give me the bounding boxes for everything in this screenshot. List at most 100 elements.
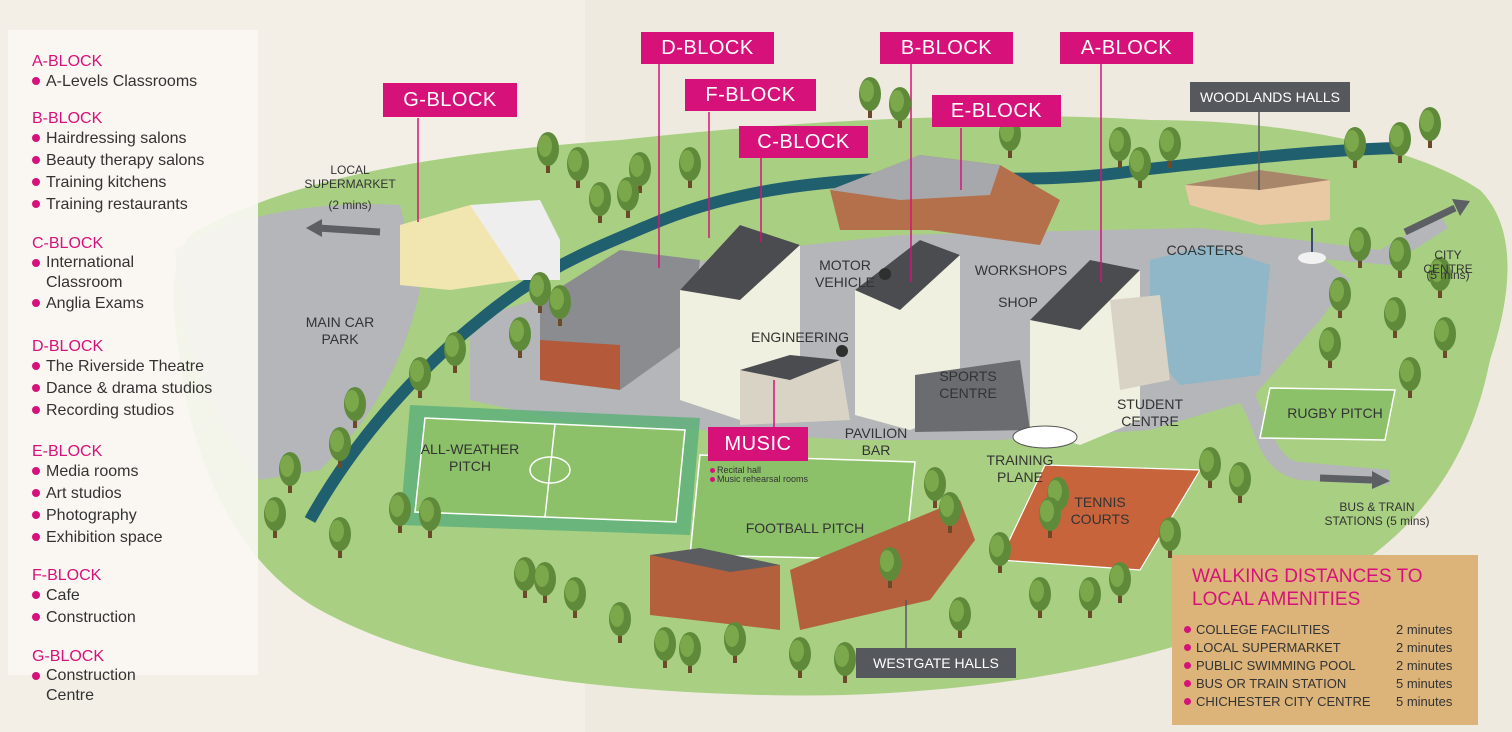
supermarket-label: LOCAL SUPERMARKET xyxy=(304,163,396,191)
e-block-label[interactable]: E-BLOCK xyxy=(932,95,1061,127)
westgate-halls-label[interactable]: WESTGATE HALLS xyxy=(856,648,1016,678)
legend-group-c-block: C-BLOCK International Classroom Anglia E… xyxy=(32,235,166,315)
legend-item: Photography xyxy=(32,505,163,527)
walking-time: 5 minutes xyxy=(1396,694,1453,709)
all-weather-pitch-label: ALL-WEATHER PITCH xyxy=(420,441,520,474)
pavilion-bar-label: PAVILION BAR xyxy=(844,425,908,458)
legend-item: Exhibition space xyxy=(32,527,163,549)
legend-title: E-BLOCK xyxy=(32,443,103,460)
training-plane xyxy=(1012,425,1078,449)
walking-time: 2 minutes xyxy=(1396,658,1453,673)
student-centre-label: STUDENT CENTRE xyxy=(1116,396,1184,429)
walking-time: 2 minutes xyxy=(1396,622,1453,637)
motor-vehicle-label: MOTOR VEHICLE xyxy=(815,257,875,290)
music-note: Music rehearsal rooms xyxy=(710,475,812,484)
motor-vehicle-marker-icon xyxy=(879,268,891,280)
legend-group-f-block: F-BLOCK Cafe Construction xyxy=(32,567,136,629)
arrow-icon xyxy=(1403,199,1470,236)
arrow-icon xyxy=(306,219,381,237)
music-label[interactable]: MUSIC xyxy=(708,427,808,461)
legend-group-a-block: A-BLOCK A-Levels Classrooms xyxy=(32,53,197,93)
legend-item: The Riverside Theatre xyxy=(32,356,212,378)
walking-distances-title: WALKING DISTANCES TO LOCAL AMENITIES xyxy=(1192,566,1423,610)
legend-item: Recording studios xyxy=(32,400,212,422)
legend-item: Construction xyxy=(32,607,136,629)
e-block-building xyxy=(830,155,1060,245)
legend-item: Art studios xyxy=(32,483,163,505)
g-block-building xyxy=(400,200,560,290)
woodlands-halls-label[interactable]: WOODLANDS HALLS xyxy=(1190,82,1350,112)
supermarket-time: (2 mins) xyxy=(328,198,372,212)
legend-item: Dance & drama studios xyxy=(32,378,212,400)
walking-row: PUBLIC SWIMMING POOL 2 minutes xyxy=(1184,658,1472,676)
music-building xyxy=(740,355,850,425)
walking-row: CHICHESTER CITY CENTRE 5 minutes xyxy=(1184,694,1472,712)
legend-group-g-block: G-BLOCK Construction Centre xyxy=(32,648,156,706)
east-road xyxy=(1300,215,1448,265)
woodlands-halls-building xyxy=(1185,170,1330,225)
city-centre-time: (5 mins) xyxy=(1426,268,1470,282)
legend-item: International Classroom xyxy=(32,253,166,293)
legend-item: Anglia Exams xyxy=(32,293,166,315)
legend-title: D-BLOCK xyxy=(32,338,104,355)
legend-item: Training kitchens xyxy=(32,172,204,194)
legend-item: Beauty therapy salons xyxy=(32,150,204,172)
legend-group-e-block: E-BLOCK Media rooms Art studios Photogra… xyxy=(32,443,163,549)
walking-row: LOCAL SUPERMARKET 2 minutes xyxy=(1184,640,1472,658)
engineering-marker-icon xyxy=(836,345,848,357)
legend-title: G-BLOCK xyxy=(32,648,105,665)
g-block-label[interactable]: G-BLOCK xyxy=(383,83,517,117)
walking-time: 5 minutes xyxy=(1396,676,1453,691)
main-car-park-label: MAIN CAR PARK xyxy=(305,314,375,347)
legend-title: A-BLOCK xyxy=(32,53,103,70)
legend-item: Hairdressing salons xyxy=(32,128,204,150)
legend-item: Cafe xyxy=(32,585,136,607)
d-block-building xyxy=(540,250,700,390)
workshops-label: WORKSHOPS xyxy=(974,262,1068,278)
arrow-icon xyxy=(1319,471,1390,489)
legend-item: Construction Centre xyxy=(32,666,156,706)
bus-train-label: BUS & TRAIN STATIONS (5 mins) xyxy=(1324,500,1430,528)
rugby-pitch-area xyxy=(1259,387,1396,441)
d-block-label[interactable]: D-BLOCK xyxy=(641,32,774,64)
legend-item: A-Levels Classrooms xyxy=(32,71,197,93)
walking-name: LOCAL SUPERMARKET xyxy=(1196,640,1341,655)
legend-group-d-block: D-BLOCK The Riverside Theatre Dance & dr… xyxy=(32,338,212,422)
b-block-label[interactable]: B-BLOCK xyxy=(880,32,1013,64)
walking-name: COLLEGE FACILITIES xyxy=(1196,622,1330,637)
rugby-pitch-label: RUGBY PITCH xyxy=(1287,405,1383,421)
walking-name: PUBLIC SWIMMING POOL xyxy=(1196,658,1356,673)
f-block-label[interactable]: F-BLOCK xyxy=(685,79,816,111)
c-block-label[interactable]: C-BLOCK xyxy=(739,126,868,158)
football-pitch-label: FOOTBALL PITCH xyxy=(745,520,865,536)
legend-title: B-BLOCK xyxy=(32,110,103,127)
legend-item: Media rooms xyxy=(32,461,163,483)
shop-label: SHOP xyxy=(998,294,1038,310)
a-block-label[interactable]: A-BLOCK xyxy=(1060,32,1193,64)
sports-centre-building xyxy=(915,360,1030,432)
walking-name: CHICHESTER CITY CENTRE xyxy=(1196,694,1371,709)
legend-item: Training restaurants xyxy=(32,194,204,216)
coasters-building xyxy=(1150,245,1270,385)
walking-distances-panel: WALKING DISTANCES TO LOCAL AMENITIES COL… xyxy=(1172,555,1478,725)
music-notes: Recital hall Music rehearsal rooms xyxy=(710,466,830,484)
engineering-label: ENGINEERING xyxy=(750,329,849,345)
city-centre-label: CITY CENTRE xyxy=(1423,248,1473,276)
walking-row: COLLEGE FACILITIES 2 minutes xyxy=(1184,622,1472,640)
legend-title: C-BLOCK xyxy=(32,235,104,252)
legend-group-b-block: B-BLOCK Hairdressing salons Beauty thera… xyxy=(32,110,204,216)
walking-row: BUS OR TRAIN STATION 5 minutes xyxy=(1184,676,1472,694)
south-road xyxy=(1230,385,1390,485)
legend-panel: A-BLOCK A-Levels Classrooms B-BLOCK Hair… xyxy=(8,30,258,704)
music-note: Recital hall xyxy=(710,466,830,475)
training-plane-label: TRAINING PLANE xyxy=(986,452,1054,485)
sports-centre-label: SPORTS CENTRE xyxy=(939,368,997,401)
walking-name: BUS OR TRAIN STATION xyxy=(1196,676,1347,691)
halls-leaders xyxy=(905,112,1260,648)
label-leaders xyxy=(417,64,1102,427)
coasters-label: COASTERS xyxy=(1166,242,1244,258)
sign-post-icon xyxy=(1298,228,1326,264)
student-centre-building xyxy=(1110,295,1170,390)
